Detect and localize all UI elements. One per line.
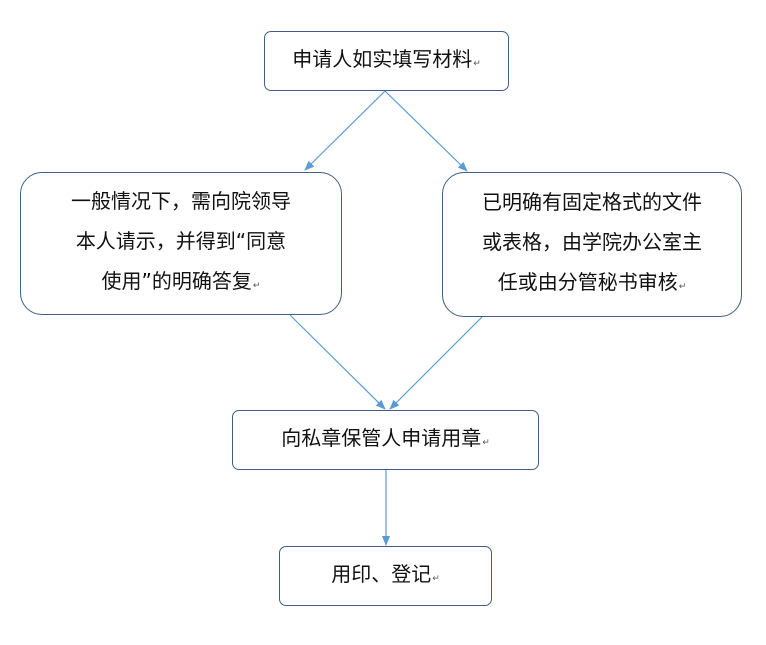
arrow-right-to-seal [389,316,483,410]
node-left-text: 一般情况下，需向院领导 本人请示，并得到“同意 使用”的明确答复↵ [71,181,291,306]
node-stamp-and-register: 用印、登记↵ [279,546,492,606]
paragraph-mark-icon: ↵ [473,58,481,69]
node-left-line-1: 一般情况下，需向院领导 [71,189,291,213]
node-apply-text: 申请人如实填写材料↵ [292,39,481,84]
node-right-line-3: 任或由分管秘书审核 [497,270,678,294]
node-applicant-fill-materials: 申请人如实填写材料↵ [264,31,509,91]
arrow-apply-to-right [384,90,468,172]
arrow-left-to-seal [289,314,386,410]
node-left-line-3: 使用”的明确答复 [101,269,252,293]
node-seal-text: 向私章保管人申请用章↵ [281,418,490,463]
paragraph-mark-icon: ↵ [482,437,490,448]
paragraph-mark-icon: ↵ [252,281,261,291]
node-seal-label: 向私章保管人申请用章 [281,425,482,450]
arrow-apply-to-left [304,90,386,171]
node-left-line-2: 本人请示，并得到“同意 [75,229,287,253]
node-use-text: 用印、登记↵ [331,554,440,599]
node-right-text: 已明确有固定格式的文件 或表格，由学院办公室主 任或由分管秘书审核↵ [482,182,702,307]
node-right-line-2: 或表格，由学院办公室主 [482,230,702,254]
node-use-label: 用印、登记 [331,561,432,586]
paragraph-mark-icon: ↵ [432,573,440,584]
node-fixed-format-document-review: 已明确有固定格式的文件 或表格，由学院办公室主 任或由分管秘书审核↵ [442,172,742,317]
node-apply-label: 申请人如实填写材料 [292,46,473,71]
node-apply-to-seal-keeper: 向私章保管人申请用章↵ [232,410,539,470]
node-right-line-1: 已明确有固定格式的文件 [482,190,702,214]
node-general-case-request-approval: 一般情况下，需向院领导 本人请示，并得到“同意 使用”的明确答复↵ [20,172,342,315]
paragraph-mark-icon: ↵ [678,282,687,292]
